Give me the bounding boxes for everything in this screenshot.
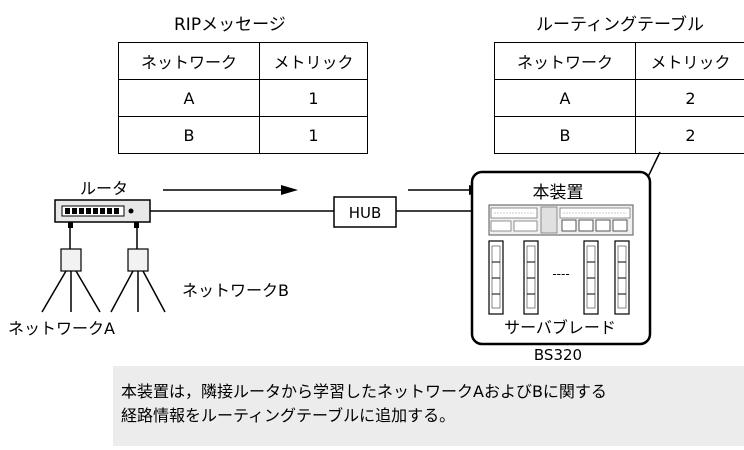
network-b-label: ネットワークB [182, 281, 289, 300]
rip-cell-metric: 1 [259, 116, 368, 154]
router-label: ルータ [80, 179, 128, 198]
router-icon [54, 199, 151, 228]
routing-header-network: ネットワーク [494, 42, 636, 80]
description-note: 本装置は，隣接ルータから学習したネットワークAおよびBに関する 経路情報をルーテ… [113, 366, 744, 446]
table-row: B 2 [494, 116, 744, 154]
routing-table-title: ルーティングテーブル [536, 15, 704, 35]
rip-header-metric: メトリック [259, 42, 368, 80]
rip-cell-metric: 1 [259, 79, 368, 117]
server-blade-icon [488, 240, 504, 315]
switch-icon [41, 248, 101, 313]
table-row: B 1 [118, 116, 368, 154]
blades-label: サーバブレード [504, 318, 616, 337]
routing-cell-network: B [494, 116, 636, 154]
device-panel-icon [488, 204, 634, 236]
note-line-1: 本装置は，隣接ルータから学習したネットワークAおよびBに関する [121, 382, 607, 401]
routing-cell-metric: 2 [635, 116, 744, 154]
hub-label: HUB [349, 204, 382, 222]
routing-table: ネットワーク メトリック A 2 B 2 [494, 42, 744, 154]
server-blade-icon [583, 240, 599, 315]
device-label: 本装置 [533, 183, 584, 203]
rip-cell-network: B [118, 116, 260, 154]
server-blade-icon [614, 240, 630, 315]
note-line-2: 経路情報をルーティングテーブルに追加する。 [121, 406, 456, 425]
routing-header-metric: メトリック [635, 42, 744, 80]
blade-dots: ---- [552, 267, 569, 281]
rip-cell-network: A [118, 79, 260, 117]
network-a-label: ネットワークA [8, 319, 115, 338]
rip-message-table: ネットワーク メトリック A 1 B 1 [118, 42, 368, 154]
server-blade-icon [523, 240, 539, 315]
routing-cell-metric: 2 [635, 79, 744, 117]
rip-header-network: ネットワーク [118, 42, 260, 80]
hub-box [333, 196, 397, 228]
table-row: A 1 [118, 79, 368, 117]
rip-message-title: RIPメッセージ [174, 15, 286, 35]
arrow-icon [163, 185, 298, 195]
switch-icon [110, 248, 166, 313]
model-label: BS320 [534, 346, 582, 364]
table-row: A 2 [494, 79, 744, 117]
